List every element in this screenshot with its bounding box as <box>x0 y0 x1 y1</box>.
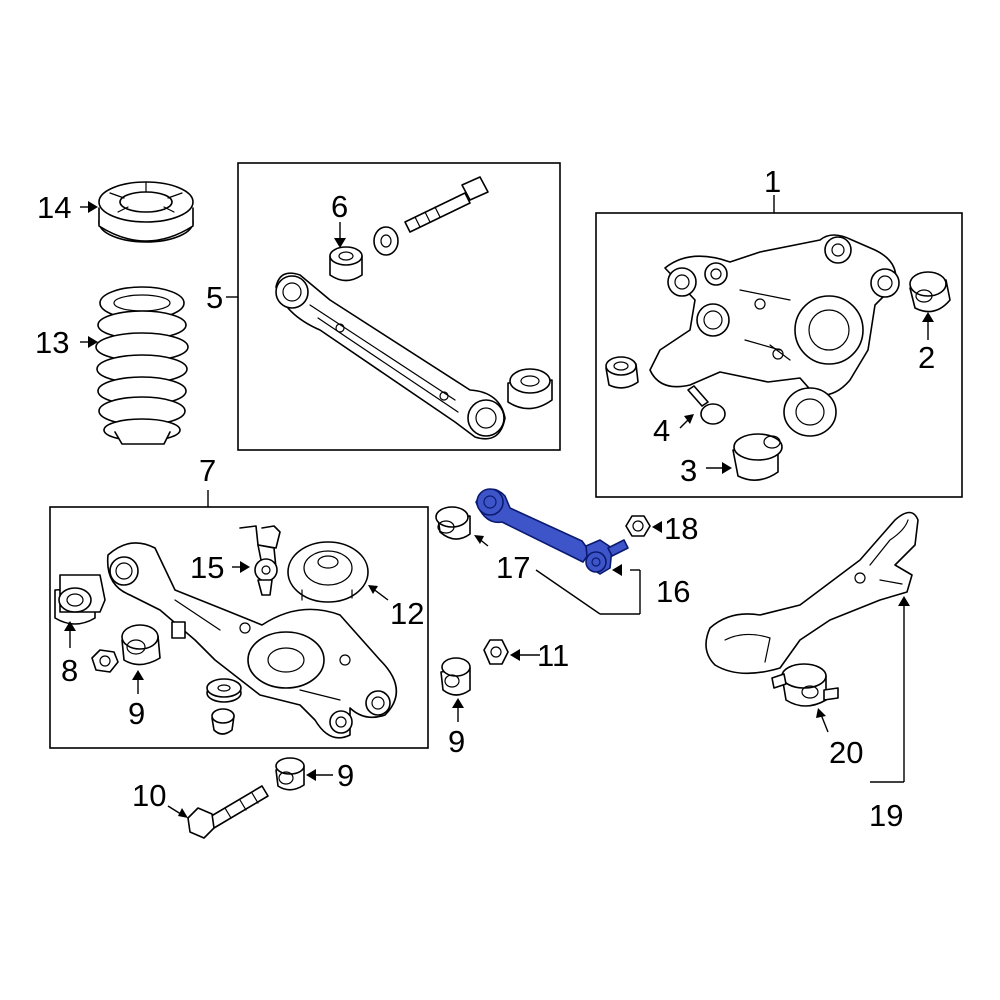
spring-seat-14[interactable] <box>98 181 194 243</box>
bushing-20[interactable] <box>771 663 839 707</box>
pin-4[interactable] <box>687 385 726 425</box>
bushing-8[interactable] <box>54 574 106 625</box>
control-arm-5[interactable] <box>275 272 506 440</box>
callout-labels: 1 2 3 4 5 6 7 8 9 9 9 10 11 12 13 14 15 … <box>35 164 935 833</box>
washer[interactable] <box>373 226 399 256</box>
nut[interactable] <box>91 649 119 673</box>
knuckle-bushing[interactable] <box>605 356 639 389</box>
callout-14: 14 <box>37 190 71 225</box>
control-arm-bushing[interactable] <box>507 368 553 410</box>
nut-18[interactable] <box>625 515 651 537</box>
bolt-10[interactable] <box>187 785 269 839</box>
callout-11: 11 <box>537 638 569 673</box>
callout-9-middle: 9 <box>448 724 465 759</box>
callout-4: 4 <box>653 413 670 448</box>
callout-13: 13 <box>35 325 69 360</box>
bushing-9[interactable] <box>121 624 161 666</box>
trailing-arm-19[interactable] <box>705 511 919 675</box>
group-box-5 <box>237 162 561 451</box>
spring-seat-12[interactable] <box>287 541 369 603</box>
bushing-6[interactable] <box>329 246 363 282</box>
callout-19: 19 <box>869 798 903 833</box>
group-box-1 <box>595 212 963 498</box>
link-bushing[interactable] <box>435 506 471 540</box>
callout-10: 10 <box>132 778 166 813</box>
callout-20: 20 <box>829 735 863 770</box>
bushing-9-middle[interactable] <box>440 657 471 696</box>
lower-arm-7[interactable] <box>106 542 398 739</box>
callout-2: 2 <box>918 340 935 375</box>
knuckle-1[interactable] <box>649 234 900 437</box>
callout-15: 15 <box>190 550 224 585</box>
bushing-3[interactable] <box>732 433 783 481</box>
callout-5: 5 <box>206 280 223 315</box>
lateral-link-17-highlighted[interactable] <box>475 488 629 575</box>
bushing-2[interactable] <box>909 271 951 313</box>
callout-3: 3 <box>680 453 697 488</box>
callout-1: 1 <box>764 164 781 199</box>
small-bushing[interactable] <box>211 708 235 735</box>
callout-8: 8 <box>61 653 78 688</box>
group-box-7 <box>49 506 429 749</box>
callout-18: 18 <box>664 511 698 546</box>
callout-17: 17 <box>496 550 530 585</box>
bolt[interactable] <box>404 176 489 233</box>
stabilizer-link-15[interactable] <box>239 525 281 596</box>
coil-spring-13[interactable] <box>95 286 189 445</box>
callout-6: 6 <box>331 189 348 224</box>
leader-lines <box>64 195 934 818</box>
callout-7: 7 <box>199 453 216 488</box>
callout-16: 16 <box>656 574 690 609</box>
callout-12: 12 <box>390 596 424 631</box>
callout-9-box: 9 <box>128 696 145 731</box>
bushing-9-bottom[interactable] <box>275 757 305 791</box>
nut-11[interactable] <box>483 639 509 665</box>
callout-9-bottom: 9 <box>337 758 354 793</box>
small-washer[interactable] <box>206 678 242 703</box>
